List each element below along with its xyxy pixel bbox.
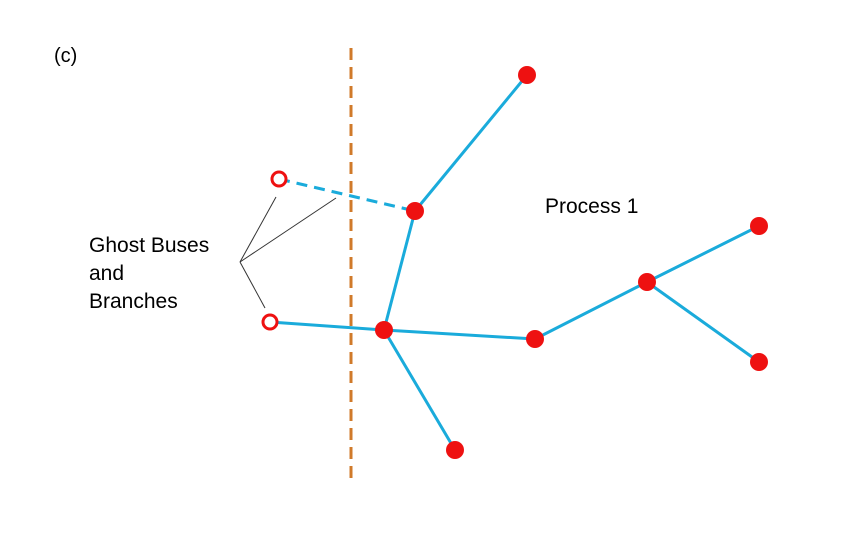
branch-right-mid: [533, 280, 649, 341]
bus-right-lower: [750, 353, 768, 371]
bus-middle: [526, 330, 544, 348]
buses: [375, 66, 768, 459]
leader-line-upper: [239, 196, 277, 263]
bus-bottom: [446, 441, 464, 459]
ghost-label-line-2: and: [89, 262, 125, 285]
leader-line-middle: [239, 197, 337, 263]
panel-label: (c): [54, 45, 78, 67]
leader-line-lower: [239, 261, 266, 309]
branches: [268, 73, 761, 452]
ghost-bus-lower: [261, 313, 279, 331]
ghost-branch-dashed: [278, 177, 416, 213]
branch-fork-up: [645, 224, 761, 284]
ghost-branch-lower: [268, 320, 386, 332]
bus-fork: [638, 273, 656, 291]
branch-center-right: [382, 328, 537, 341]
branch-top-up: [413, 73, 529, 213]
bus-top: [518, 66, 536, 84]
branch-top-down: [382, 209, 417, 332]
bus-right-upper: [750, 217, 768, 235]
bus-boundary-upper: [406, 202, 424, 220]
branch-fork-down: [645, 280, 761, 364]
ghost-label-line-3: Branches: [89, 290, 178, 313]
ghost-bus-upper: [270, 170, 288, 188]
bus-boundary-lower: [375, 321, 393, 339]
ghost-buses-label: Ghost Buses and Branches: [89, 232, 209, 316]
branch-center-down: [382, 328, 457, 452]
process-label: Process 1: [545, 195, 639, 218]
label-leader-lines: [239, 196, 337, 309]
ghost-label-line-1: Ghost Buses: [89, 234, 210, 257]
